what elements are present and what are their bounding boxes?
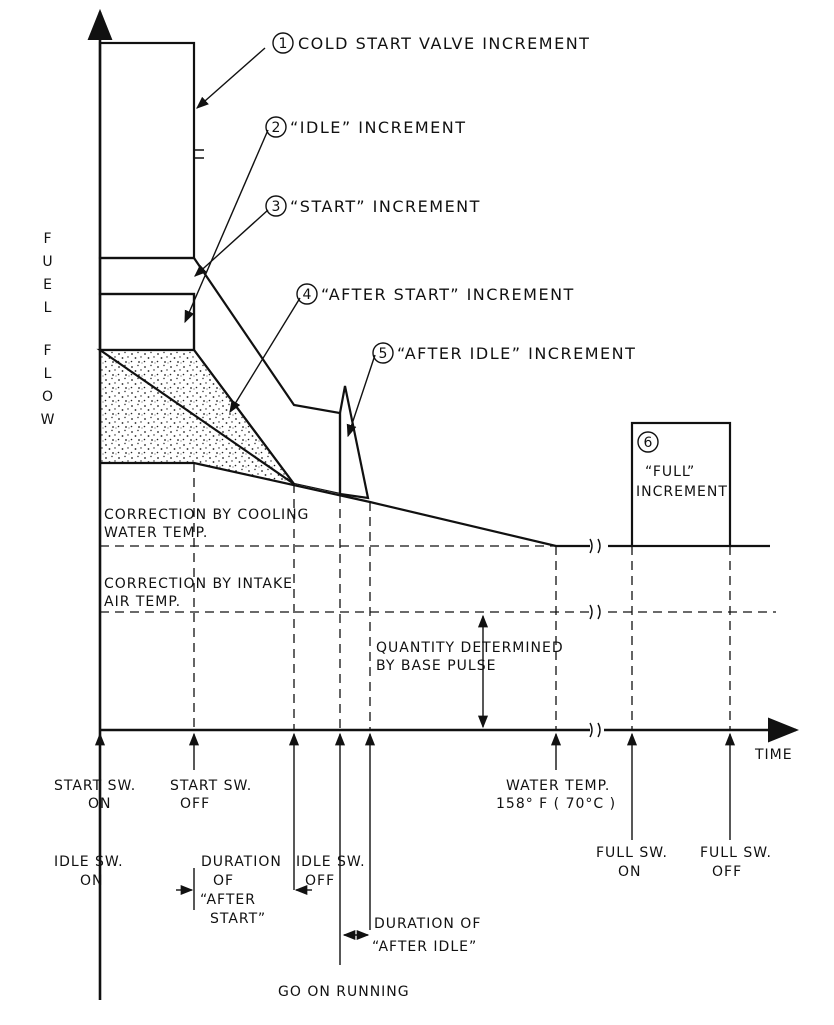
y-axis-label: F U E L F L O W bbox=[41, 231, 56, 428]
svg-text:F: F bbox=[43, 343, 52, 359]
axis-break-marks bbox=[194, 149, 601, 738]
circle-1-number: 1 bbox=[279, 36, 288, 52]
cooling-label-1: CORRECTION BY COOLING bbox=[104, 507, 309, 523]
cooling-label-2: WATER TEMP. bbox=[104, 525, 208, 541]
x-axis-label: TIME bbox=[754, 747, 793, 763]
idle-off-1: IDLE SW. bbox=[296, 854, 366, 870]
start-increment-region bbox=[98, 292, 196, 352]
duration-after-idle-2: “AFTER IDLE” bbox=[372, 939, 477, 955]
start-increment-label: “START” INCREMENT bbox=[290, 197, 481, 216]
full-label-line2: INCREMENT bbox=[636, 484, 728, 500]
idle-off-2: OFF bbox=[305, 873, 335, 889]
intake-label-1: CORRECTION BY INTAKE bbox=[104, 576, 293, 592]
cold-start-label: COLD START VALVE INCREMENT bbox=[298, 34, 590, 53]
leader-lines bbox=[184, 47, 376, 438]
after-start-label: “AFTER START” INCREMENT bbox=[321, 285, 575, 304]
svg-text:L: L bbox=[44, 300, 53, 316]
event-arrows bbox=[94, 732, 736, 1000]
start-on-2: ON bbox=[88, 796, 112, 812]
full-on-1: FULL SW. bbox=[596, 845, 668, 861]
full-increment-box bbox=[630, 421, 732, 548]
full-off-1: FULL SW. bbox=[700, 845, 772, 861]
circle-6 bbox=[637, 431, 659, 453]
number-circles: 1 2 3 4 5 6 bbox=[265, 32, 659, 453]
intake-label-2: AIR TEMP. bbox=[104, 594, 181, 610]
circle-3-number: 3 bbox=[272, 199, 281, 215]
svg-text:U: U bbox=[42, 254, 53, 270]
idle-on-1: IDLE SW. bbox=[54, 854, 124, 870]
duration-after-start-3: “AFTER bbox=[200, 892, 256, 908]
correction-labels: CORRECTION BY COOLING WATER TEMP. CORREC… bbox=[104, 507, 564, 674]
svg-text:F: F bbox=[43, 231, 52, 247]
circle-4 bbox=[296, 283, 318, 305]
full-label-line1: “FULL” bbox=[645, 464, 695, 480]
full-off-2: OFF bbox=[712, 864, 742, 880]
start-off-1: START SW. bbox=[170, 778, 252, 794]
full-on-2: ON bbox=[618, 864, 642, 880]
circle-4-number: 4 bbox=[303, 287, 312, 303]
duration-after-start-4: START” bbox=[210, 911, 266, 927]
duration-after-start-2: OF bbox=[213, 873, 234, 889]
circle-6-number: 6 bbox=[644, 435, 653, 451]
after-start-region bbox=[100, 350, 340, 494]
cold-start-region bbox=[98, 41, 196, 260]
circle-2 bbox=[265, 116, 287, 138]
start-on-1: START SW. bbox=[54, 778, 136, 794]
circle-3 bbox=[265, 195, 287, 217]
water-temp-1: WATER TEMP. bbox=[506, 778, 610, 794]
circle-1 bbox=[272, 32, 294, 54]
base-label-2: BY BASE PULSE bbox=[376, 658, 496, 674]
after-idle-label: “AFTER IDLE” INCREMENT bbox=[397, 344, 636, 363]
svg-text:L: L bbox=[44, 366, 53, 382]
event-labels: START SW. ON START SW. OFF IDLE SW. ON D… bbox=[54, 778, 772, 1000]
circle-5-number: 5 bbox=[379, 346, 388, 362]
increment-labels: COLD START VALVE INCREMENT “IDLE” INCREM… bbox=[290, 34, 728, 500]
svg-text:W: W bbox=[41, 412, 56, 428]
after-idle-region bbox=[338, 385, 370, 500]
idle-increment-label: “IDLE” INCREMENT bbox=[290, 118, 466, 137]
duration-after-start-1: DURATION bbox=[201, 854, 282, 870]
svg-text:E: E bbox=[43, 277, 53, 293]
water-temp-2: 158° F ( 70°C ) bbox=[496, 796, 616, 812]
circle-2-number: 2 bbox=[272, 120, 281, 136]
start-off-2: OFF bbox=[180, 796, 210, 812]
duration-after-idle-1: DURATION OF bbox=[374, 916, 481, 932]
circle-5 bbox=[372, 342, 394, 364]
base-label-1: QUANTITY DETERMINED bbox=[376, 640, 564, 656]
svg-text:O: O bbox=[42, 389, 54, 405]
event-lines bbox=[193, 463, 731, 730]
idle-on-2: ON bbox=[80, 873, 104, 889]
increment-regions bbox=[96, 41, 556, 600]
go-on-running: GO ON RUNNING bbox=[278, 984, 410, 1000]
